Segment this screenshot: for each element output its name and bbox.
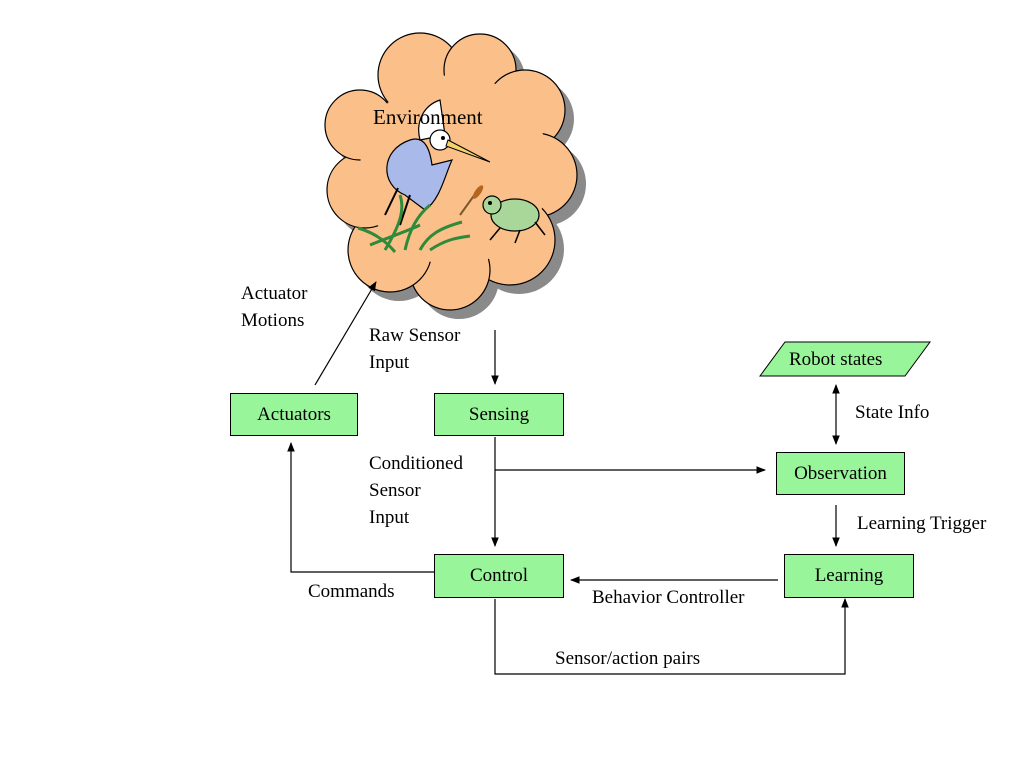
frog-illustration bbox=[482, 195, 546, 244]
actuators-node[interactable]: Actuators bbox=[230, 393, 358, 436]
arrow-control-to-actuators bbox=[287, 442, 434, 573]
behavior-controller-label: Behavior Controller bbox=[592, 587, 745, 608]
raw-sensor-input-label: Raw Sensor Input bbox=[369, 325, 461, 373]
sensor-action-pairs-label: Sensor/action pairs bbox=[555, 648, 701, 669]
state-info-label: State Info bbox=[855, 402, 930, 423]
reeds-illustration bbox=[357, 185, 484, 253]
edges bbox=[287, 281, 849, 675]
observation-node[interactable]: Observation bbox=[776, 452, 905, 495]
arrow-control-to-learning bbox=[494, 598, 849, 675]
commands-label: Commands bbox=[308, 581, 395, 602]
robot-states-node-shape bbox=[759, 341, 931, 377]
robot-states-node[interactable]: Robot states bbox=[789, 349, 883, 370]
heron-illustration bbox=[384, 99, 491, 226]
arrow-actuators-to-environment bbox=[314, 281, 377, 386]
learning-node[interactable]: Learning bbox=[784, 554, 914, 598]
conditioned-sensor-input-label: Conditioned Sensor Input bbox=[369, 453, 463, 528]
environment-label: Environment bbox=[373, 105, 483, 129]
sensing-node[interactable]: Sensing bbox=[434, 393, 564, 436]
environment-cloud bbox=[324, 32, 586, 319]
learning-trigger-label: Learning Trigger bbox=[857, 513, 987, 534]
actuator-motions-label: Actuator Motions bbox=[241, 283, 308, 331]
control-node[interactable]: Control bbox=[434, 554, 564, 598]
